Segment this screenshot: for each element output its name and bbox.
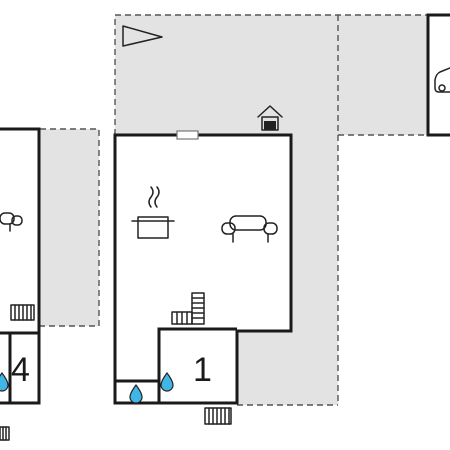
room-label-1: 1 xyxy=(193,351,212,389)
water-drop-icon xyxy=(129,383,143,404)
house-entrance-icon xyxy=(257,105,283,131)
garage-walls xyxy=(426,13,450,137)
outdoor-area xyxy=(40,15,428,405)
water-drop-icon xyxy=(160,371,174,392)
stairs-icon xyxy=(171,292,205,325)
cooking-pot-icon xyxy=(131,186,175,239)
radiator-icon xyxy=(204,407,232,425)
radiator-icon xyxy=(0,426,10,441)
dashed-boundary xyxy=(40,14,428,406)
compass-arrow-icon xyxy=(122,25,163,47)
water-drop-icon xyxy=(0,371,9,392)
left-house-walls xyxy=(0,127,41,405)
car-icon xyxy=(434,67,450,93)
sofa-icon xyxy=(221,215,278,243)
window-icon xyxy=(176,130,199,140)
main-house-walls xyxy=(113,133,293,405)
radiator-icon xyxy=(10,304,35,321)
sofa-icon xyxy=(0,212,23,232)
room-label-4: 4 xyxy=(11,351,30,389)
